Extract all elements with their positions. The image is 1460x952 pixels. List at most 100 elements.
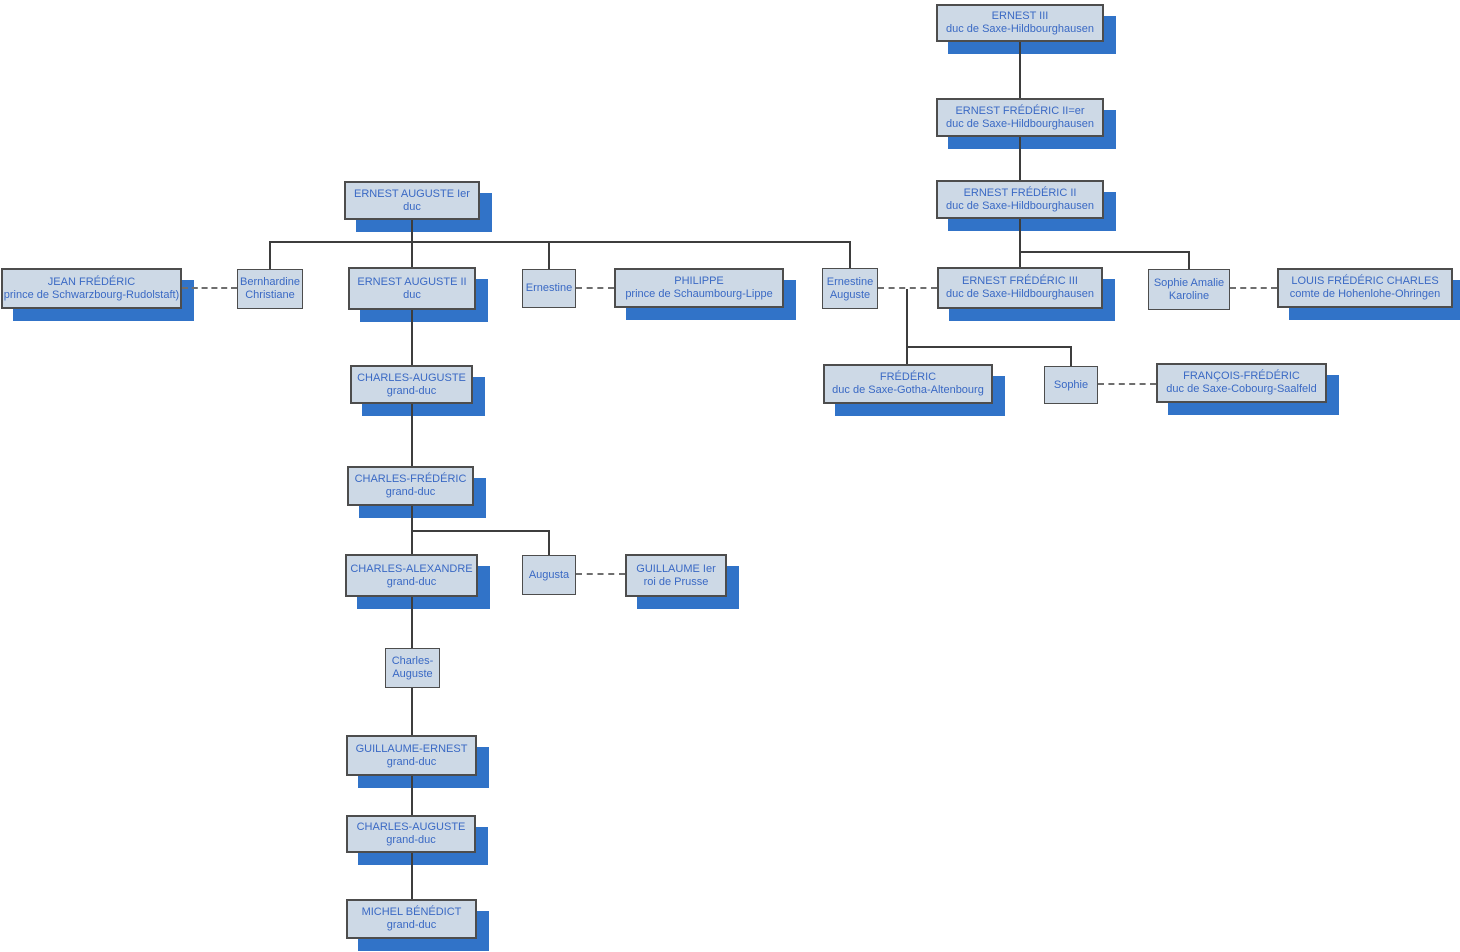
node-subtitle: duc de Saxe-Hildbourghausen [946, 23, 1094, 35]
node-subtitle: duc [403, 288, 421, 301]
node-title: Sophie Amalie [1153, 276, 1225, 289]
node-charles-auguste-1[interactable]: CHARLES-AUGUSTE grand-duc [350, 365, 473, 404]
node-title: ERNEST FRÉDÉRIC II [963, 186, 1077, 199]
node-subtitle: grand-duc [386, 575, 437, 588]
node-subtitle: prince de Schaumbourg-Lippe [625, 288, 773, 300]
node-subtitle: duc de Saxe-Hildbourghausen [946, 288, 1094, 300]
connector-line [269, 241, 271, 269]
connector-line [411, 220, 413, 242]
node-title: FRANÇOIS-FRÉDÉRIC [1183, 370, 1300, 382]
connector-line [1019, 42, 1021, 98]
node-subtitle: duc de Saxe-Hildbourghausen [946, 117, 1094, 130]
connector-line [1019, 137, 1021, 180]
node-title: JEAN FRÉDÉRIC [47, 275, 136, 288]
marriage-connector-line [1230, 287, 1277, 289]
connector-line [1019, 251, 1190, 253]
node-frederic[interactable]: FRÉDÉRIC duc de Saxe-Gotha-Altenbourg [823, 364, 993, 404]
connector-line [411, 530, 549, 532]
connector-line [411, 853, 413, 899]
node-title: GUILLAUME-ERNEST [355, 742, 468, 755]
node-title: Sophie [1053, 378, 1089, 391]
node-title: ERNEST FRÉDÉRIC II=er [955, 104, 1085, 117]
node-jean-frederic[interactable]: JEAN FRÉDÉRIC prince de Schwarzbourg-Rud… [1, 268, 182, 309]
node-title: Ernestine [525, 282, 573, 294]
connector-line [411, 688, 413, 735]
node-subtitle: duc de Saxe-Cobourg-Saalfeld [1166, 383, 1317, 395]
node-ernest-auguste-ii[interactable]: ERNEST AUGUSTE II duc [348, 267, 476, 310]
node-subtitle: grand-duc [386, 834, 436, 846]
node-charles-auguste-jr[interactable]: Charles- Auguste [385, 648, 440, 688]
node-title: Augusta [528, 568, 570, 581]
node-title: PHILIPPE [674, 275, 724, 287]
node-title: ERNEST FRÉDÉRIC III [962, 275, 1078, 287]
node-ernest-iii[interactable]: ERNEST III duc de Saxe-Hildbourghausen [936, 4, 1104, 42]
node-title: ERNEST AUGUSTE Ier [354, 187, 470, 200]
connector-line [1070, 346, 1072, 366]
node-title: CHARLES-AUGUSTE [356, 821, 466, 833]
marriage-connector-line [576, 573, 625, 575]
node-sophie[interactable]: Sophie [1044, 366, 1098, 404]
node-title: ERNEST AUGUSTE II [357, 275, 467, 288]
node-charles-alexandre[interactable]: CHARLES-ALEXANDRE grand-duc [345, 554, 478, 597]
node-ernest-auguste-1er[interactable]: ERNEST AUGUSTE Ier duc [344, 181, 480, 220]
node-subtitle: grand-duc [385, 486, 436, 498]
marriage-connector-line [182, 287, 237, 289]
node-subtitle: comte de Hohenlohe-Ohringen [1289, 288, 1441, 300]
node-title: LOUIS FRÉDÉRIC CHARLES [1291, 275, 1439, 287]
node-subtitle: grand-duc [386, 755, 437, 768]
node-subtitle: prince de Schwarzbourg-Rudolstaft) [3, 288, 180, 301]
connector-line [411, 776, 413, 815]
node-subtitle: Karoline [1168, 289, 1210, 302]
node-subtitle: Auguste [829, 288, 871, 301]
node-guillaume-1er[interactable]: GUILLAUME Ier roi de Prusse [625, 554, 727, 597]
connector-line [1188, 251, 1190, 269]
node-guillaume-ernest[interactable]: GUILLAUME-ERNEST grand-duc [346, 735, 477, 776]
connector-line [906, 346, 1072, 348]
connector-line [411, 310, 413, 365]
marriage-connector-line [878, 287, 937, 289]
node-subtitle: grand-duc [386, 384, 437, 397]
node-ernestine-auguste[interactable]: Ernestine Auguste [822, 268, 878, 309]
node-title: FRÉDÉRIC [879, 371, 937, 383]
node-subtitle: grand-duc [386, 919, 437, 931]
connector-line [1019, 219, 1021, 267]
node-title: Ernestine [826, 275, 874, 288]
node-subtitle: duc de Saxe-Hildbourghausen [946, 199, 1094, 212]
connector-line [269, 241, 851, 243]
node-ernestine[interactable]: Ernestine [522, 269, 576, 308]
connector-line [411, 241, 413, 267]
node-augusta[interactable]: Augusta [522, 555, 576, 595]
connector-line [548, 530, 550, 555]
node-title: CHARLES-ALEXANDRE [350, 562, 473, 575]
node-subtitle: duc de Saxe-Gotha-Altenbourg [832, 384, 984, 396]
connector-line [411, 597, 413, 648]
node-title: ERNEST III [991, 10, 1049, 22]
node-title: Charles- [391, 655, 434, 667]
connector-line [849, 241, 851, 268]
connector-line [548, 241, 550, 269]
marriage-connector-line [1098, 383, 1156, 385]
node-title: CHARLES-FRÉDÉRIC [354, 473, 467, 485]
node-charles-frederic[interactable]: CHARLES-FRÉDÉRIC grand-duc [347, 466, 474, 506]
marriage-connector-line [576, 287, 614, 289]
node-charles-auguste-2[interactable]: CHARLES-AUGUSTE grand-duc [346, 815, 476, 853]
node-ernest-frederic-iii[interactable]: ERNEST FRÉDÉRIC III duc de Saxe-Hildbour… [937, 267, 1103, 309]
connector-line [906, 289, 908, 347]
node-title: Bernhardine [240, 276, 300, 288]
node-louis-frederic-charles[interactable]: LOUIS FRÉDÉRIC CHARLES comte de Hohenloh… [1277, 268, 1453, 308]
node-subtitle: roi de Prusse [643, 575, 709, 588]
node-sophie-amalie-karoline[interactable]: Sophie Amalie Karoline [1148, 269, 1230, 310]
node-subtitle: Christiane [245, 289, 295, 301]
node-bernhardine-christiane[interactable]: Bernhardine Christiane [237, 269, 303, 309]
node-ernest-frederic-1er[interactable]: ERNEST FRÉDÉRIC II=er duc de Saxe-Hildbo… [936, 98, 1104, 137]
node-subtitle: duc [403, 200, 421, 213]
node-philippe[interactable]: PHILIPPE prince de Schaumbourg-Lippe [614, 268, 784, 308]
node-title: CHARLES-AUGUSTE [357, 371, 466, 384]
connector-line [411, 404, 413, 466]
node-ernest-frederic-ii[interactable]: ERNEST FRÉDÉRIC II duc de Saxe-Hildbourg… [936, 180, 1104, 219]
node-francois-frederic[interactable]: FRANÇOIS-FRÉDÉRIC duc de Saxe-Cobourg-Sa… [1156, 363, 1327, 403]
connector-line [906, 346, 908, 364]
node-subtitle: Auguste [392, 668, 433, 680]
node-michel-benedict[interactable]: MICHEL BÉNÉDICT grand-duc [346, 899, 477, 939]
